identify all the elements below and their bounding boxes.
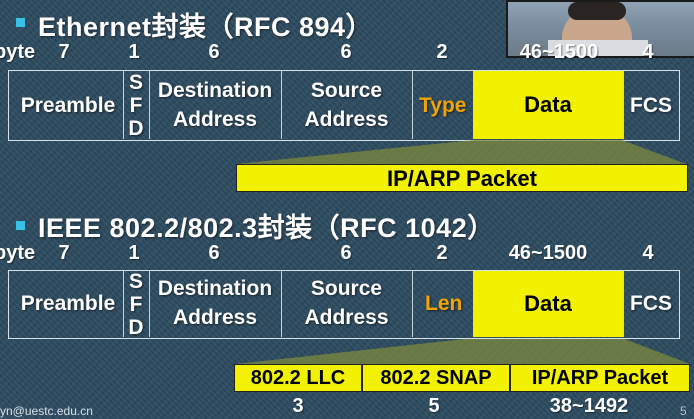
fcs-field: FCS [630, 292, 672, 315]
divider [123, 271, 124, 337]
divider [281, 271, 282, 337]
byte-label: byte [0, 242, 36, 264]
data-label: Data [524, 92, 572, 117]
destination-line: Address [172, 306, 258, 329]
destination-field: Destination Address [149, 274, 281, 332]
divider [623, 71, 624, 139]
data-field: Data [473, 271, 623, 337]
source-line: Address [304, 306, 389, 329]
divider [149, 271, 150, 337]
source-line: Address [304, 108, 389, 131]
divider [123, 71, 124, 139]
presenter-hair [568, 2, 626, 20]
size-llc: 3 [292, 395, 304, 417]
type-field: Type [419, 94, 467, 117]
ip-arp-packet-label: IP/ARP Packet [386, 166, 537, 191]
size-data: 46~1500 [519, 41, 599, 62]
sfd-letter: S [128, 270, 143, 293]
divider [412, 271, 413, 337]
size-snap: 5 [428, 395, 440, 417]
size-data: 46~1500 [508, 242, 588, 264]
destination-field: Destination Address [149, 76, 281, 134]
size-len: 2 [436, 242, 448, 264]
preamble-field: Preamble [20, 94, 116, 117]
sfd-letter: S [128, 71, 143, 94]
destination-line: Destination [157, 79, 273, 102]
divider [149, 71, 150, 139]
presenter-shirt [548, 40, 648, 56]
payload-divider [361, 365, 363, 391]
size-fcs: 4 [642, 242, 654, 264]
payload-divider [509, 365, 511, 391]
data-label: Data [524, 291, 572, 316]
sfd-letter: D [128, 117, 144, 140]
data-field: Data [473, 71, 623, 139]
fcs-field: FCS [630, 94, 672, 117]
ethernet-frame: Data Preamble S F D Destination Address … [8, 70, 680, 141]
destination-line: Destination [157, 277, 273, 300]
source-line: Source [310, 79, 383, 102]
divider [281, 71, 282, 139]
size-src: 6 [340, 242, 352, 264]
size-sfd: 1 [128, 242, 140, 264]
page-number: 5 [680, 404, 687, 418]
len-field: Len [425, 292, 463, 315]
bullet-icon [16, 221, 25, 230]
presenter-video [506, 0, 694, 58]
size-dest: 6 [208, 41, 220, 63]
divider [623, 271, 624, 337]
size-sfd: 1 [128, 41, 140, 63]
sfd-letter: D [128, 316, 144, 339]
snap-segment: 802.2 SNAP [380, 367, 492, 389]
size-preamble: 7 [58, 41, 70, 63]
sfd-letter: F [129, 94, 143, 117]
bullet-icon [16, 18, 25, 27]
ip-arp-segment: IP/ARP Packet [531, 367, 669, 389]
size-preamble: 7 [58, 242, 70, 264]
payload-bar: 802.2 LLC 802.2 SNAP IP/ARP Packet [234, 364, 690, 392]
ieee-frame: Data Preamble S F D Destination Address … [8, 270, 680, 339]
sfd-letter: F [129, 293, 143, 316]
sfd-field: S F D [126, 71, 148, 140]
size-type: 2 [436, 41, 448, 63]
footer-email: yn@uestc.edu.cn [0, 404, 93, 418]
size-fcs: 4 [642, 41, 654, 63]
ethernet-title: Ethernet封装（RFC 894） [38, 12, 374, 42]
preamble-field: Preamble [20, 292, 116, 315]
llc-segment: 802.2 LLC [250, 367, 346, 389]
size-dest: 6 [208, 242, 220, 264]
divider [412, 71, 413, 139]
destination-line: Address [172, 108, 258, 131]
source-field: Source Address [281, 76, 412, 134]
ieee-title: IEEE 802.2/802.3封装（RFC 1042） [38, 213, 495, 243]
ip-arp-packet-bar: IP/ARP Packet [236, 164, 688, 192]
source-line: Source [310, 277, 383, 300]
size-src: 6 [340, 41, 352, 63]
size-ip-arp: 38~1492 [549, 395, 629, 417]
sfd-field: S F D [126, 270, 148, 339]
byte-label: byte [0, 41, 36, 63]
source-field: Source Address [281, 274, 412, 332]
